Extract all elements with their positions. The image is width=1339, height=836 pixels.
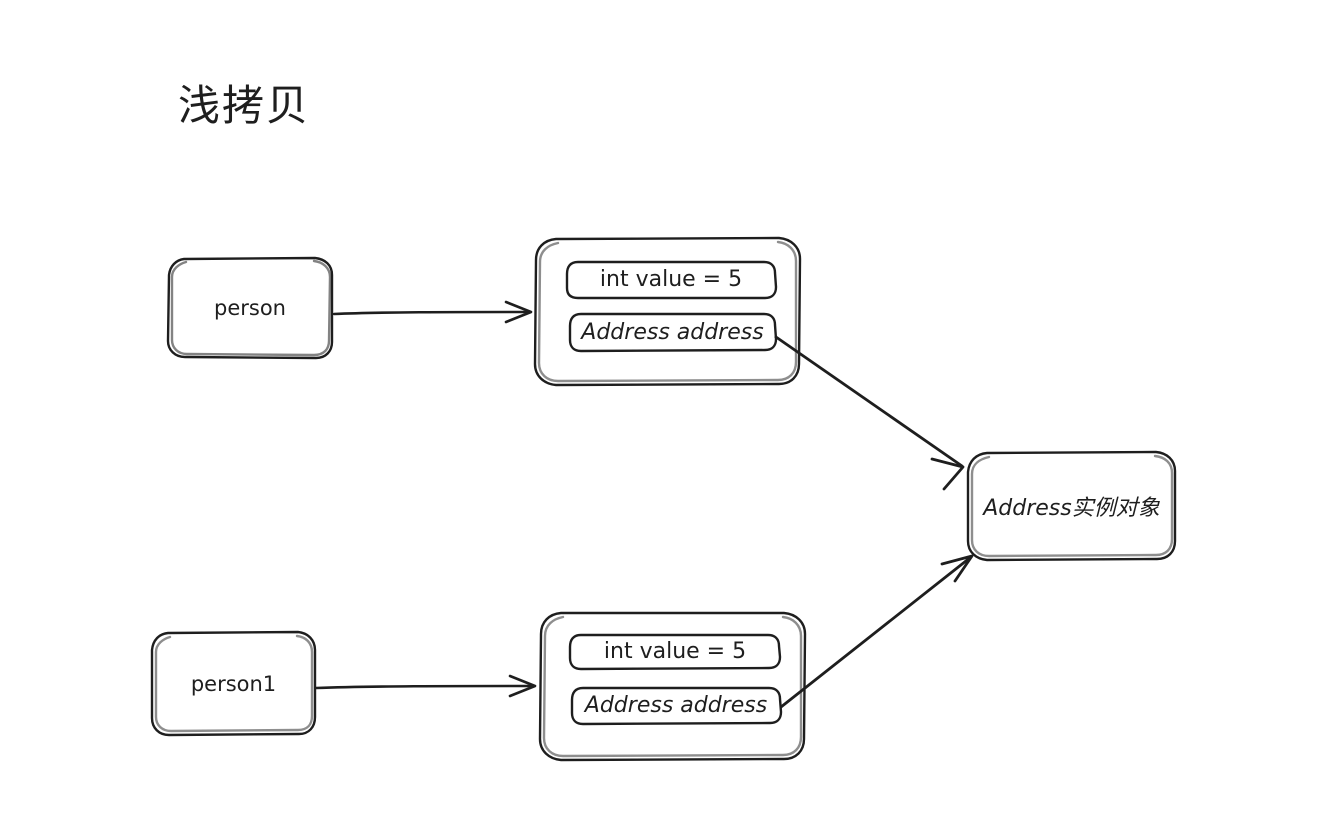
arrow-address1-to-instance <box>774 335 965 491</box>
field-box-value-1[interactable] <box>565 260 778 300</box>
arrow-address2-to-instance <box>779 554 974 709</box>
page-title: 浅拷贝 <box>178 81 311 130</box>
field-box-value-2[interactable] <box>568 633 782 671</box>
person1-object-box[interactable] <box>538 611 807 762</box>
address-instance-box[interactable] <box>966 450 1177 562</box>
field-box-address-1[interactable] <box>568 312 778 353</box>
person-variable-box[interactable] <box>166 256 334 360</box>
field-box-address-2[interactable] <box>570 686 783 726</box>
arrow-person1-to-object <box>314 674 537 698</box>
arrow-person-to-object <box>332 300 533 324</box>
person1-variable-box[interactable] <box>150 630 317 737</box>
person-object-box[interactable] <box>533 236 802 387</box>
